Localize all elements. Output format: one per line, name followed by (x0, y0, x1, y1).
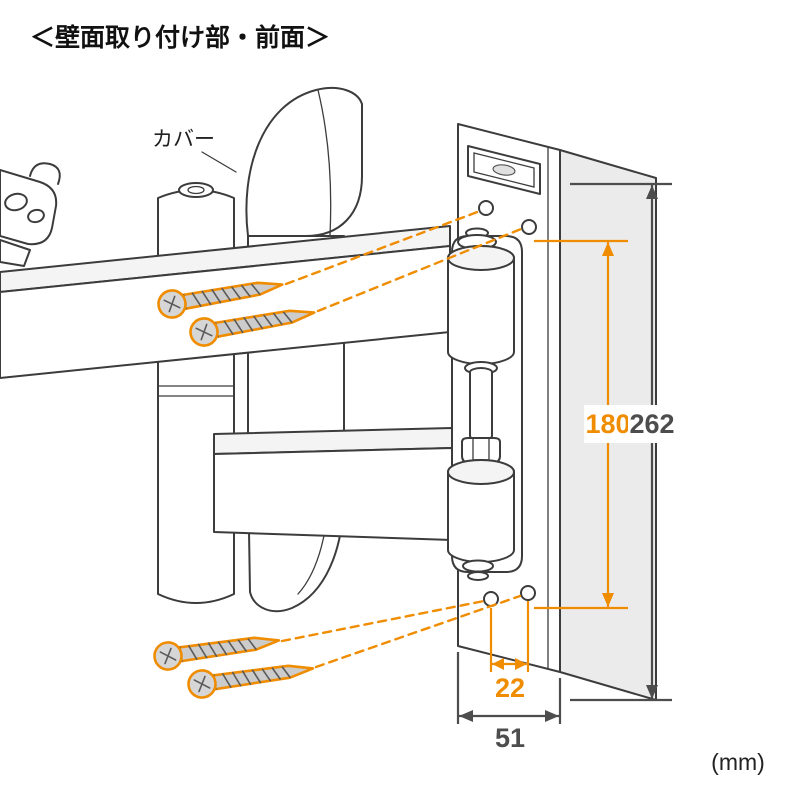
lower-arm (213, 427, 453, 541)
dimension-180-label: 180 (585, 409, 630, 439)
lower-hinge-washer-2 (467, 571, 489, 581)
support-slab-seam (157, 385, 235, 397)
wall-screw-bottom-2 (185, 653, 317, 701)
screw-guide-line-4 (314, 594, 522, 669)
diagram-title: ＜壁面取り付け部・前面＞ (30, 23, 330, 52)
level-bubble (492, 164, 516, 176)
level-window (467, 145, 541, 195)
lower-hinge (447, 459, 515, 581)
screw-guide-line-1 (284, 209, 482, 286)
cover-label: カバー (152, 128, 215, 151)
left-bracket-tab (0, 239, 31, 267)
screw-guide-line-3 (280, 599, 486, 643)
left-bracket-hook (29, 162, 61, 185)
dimension-22-label: 22 (495, 673, 525, 703)
slab-top-screw-inner (187, 185, 205, 195)
lower-arm-front-face (213, 447, 453, 541)
cover-callout: カバー (152, 128, 237, 173)
cover-top-fin (245, 86, 363, 237)
dimension-51: 51 (456, 652, 562, 753)
left-bracket-piece (0, 162, 61, 267)
mounting-hole-bottom-right (520, 585, 536, 601)
lower-hinge-washer-1 (462, 559, 494, 573)
wall-screw-bottom-1 (151, 625, 283, 673)
hex-nut-facets (472, 437, 490, 463)
hinge-stud (461, 361, 501, 473)
screw-guide-line-2 (316, 227, 523, 313)
mounting-hole-top-right (521, 219, 537, 235)
support-slab (157, 182, 235, 604)
lower-hinge-cylinder-top (447, 459, 515, 485)
mounting-hole-top-left (478, 200, 494, 216)
hex-nut (461, 437, 501, 463)
dimension-22: 22 (489, 601, 530, 703)
dimension-51-label: 51 (495, 723, 525, 753)
dimension-180: 180 (534, 239, 632, 610)
cover-leader-line (201, 151, 237, 173)
upper-hinge (447, 227, 515, 365)
unit-label: (mm) (711, 749, 765, 775)
slab-top-screw-head (178, 182, 214, 198)
left-bracket-hole-2 (27, 208, 45, 224)
cover-top-edge-line (317, 89, 332, 236)
left-bracket-hole-1 (4, 192, 28, 212)
left-bracket-body (0, 169, 58, 246)
upper-hinge-cylinder-top (447, 245, 515, 271)
dimension-262-label: 262 (629, 409, 674, 439)
stud-shaft (469, 367, 493, 441)
level-window-inner (473, 152, 535, 188)
dimension-262: 262 (570, 182, 676, 702)
